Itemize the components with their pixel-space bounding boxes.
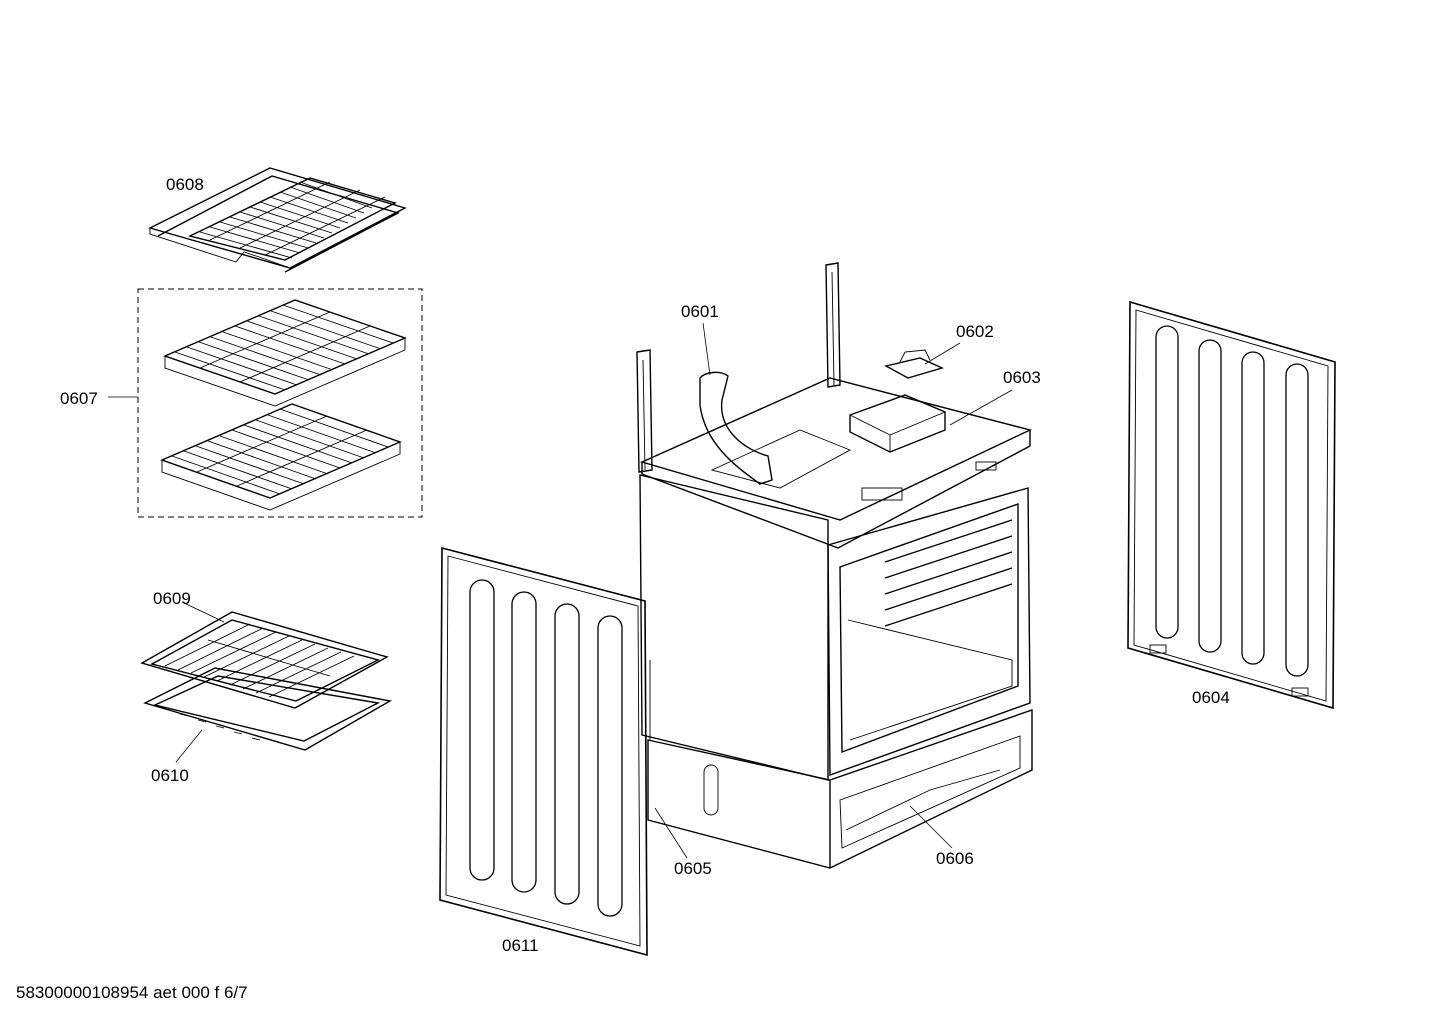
rack-lower [160, 403, 402, 511]
part-0607-rack-set [108, 288, 423, 518]
rack-upper [163, 299, 407, 407]
label-0611: 0611 [502, 936, 539, 955]
part-0609-grill-rack [140, 601, 389, 709]
part-0608-rack-with-frame [148, 167, 407, 273]
label-0601: 0601 [681, 302, 719, 321]
part-0604-rear-panel [1127, 300, 1336, 710]
part-0611-side-panel [439, 546, 648, 957]
drawing-number: 58300000108954 aet 000 f 6/7 [16, 983, 248, 1002]
label-0603: 0603 [1003, 368, 1041, 387]
label-0610: 0610 [151, 766, 189, 785]
label-0604: 0604 [1192, 688, 1230, 707]
label-0605: 0605 [674, 859, 712, 878]
leader-lines [654, 322, 1013, 859]
label-0606: 0606 [936, 849, 974, 868]
label-0608: 0608 [166, 175, 204, 194]
label-0607: 0607 [60, 389, 98, 408]
label-0602: 0602 [956, 322, 994, 341]
oven-body-frame [636, 262, 1033, 869]
part-labels: 0601 0602 0603 0604 0605 0606 0607 0608 … [60, 175, 1230, 955]
label-0609: 0609 [153, 589, 191, 608]
part-0610-grill-pan [143, 667, 392, 763]
